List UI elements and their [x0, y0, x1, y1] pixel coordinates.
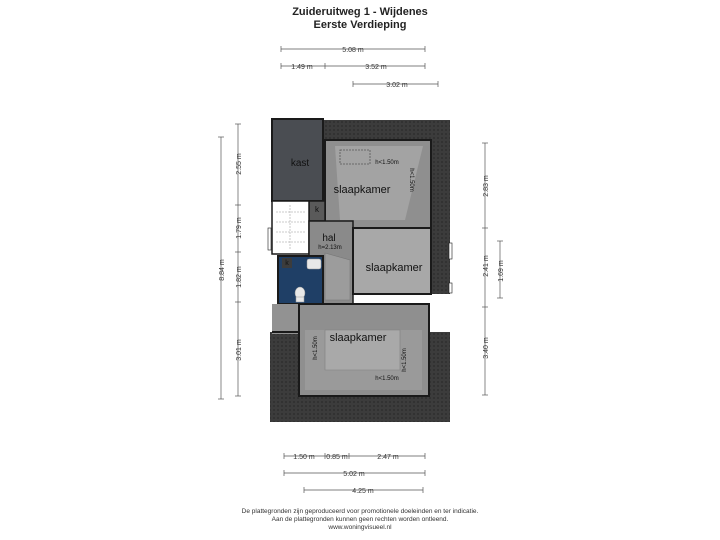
dim-right-2: 2.41 m [483, 255, 490, 277]
room-kast [271, 118, 324, 202]
window-right-2 [448, 282, 453, 294]
hal-door-swing [324, 252, 351, 301]
note-bottom-h-right: h<1.50m [402, 348, 408, 372]
label-slaapkamer-mid: slaapkamer [366, 262, 423, 274]
note-top-h1: h<1.50m [375, 160, 399, 166]
dim-bottom-lower: 4.25 m [352, 488, 374, 495]
note-bottom-h-bottom: h<1.50m [375, 376, 399, 382]
label-k1: k [315, 205, 320, 214]
toilet-tank-icon [295, 296, 305, 303]
footer-link[interactable]: www.woningvisueel.nl [328, 524, 392, 531]
dim-bottom-total: 5.02 m [343, 471, 365, 478]
window-right [448, 242, 453, 260]
label-hal: hal [322, 233, 335, 244]
dim-top-right: 3.52 m [365, 64, 387, 71]
window-left [267, 227, 272, 251]
dim-left-1: 2.55 m [236, 153, 243, 175]
dimension-left [218, 123, 241, 400]
room-k-bath [282, 258, 292, 268]
dim-top-total: 5.08 m [342, 47, 364, 54]
footer-line-2: Aan de plattegronden kunnen geen rechten… [271, 516, 449, 523]
label-slaapkamer-top: slaapkamer [334, 184, 391, 196]
dim-bottom-3: 2.47 m [377, 454, 399, 461]
room-slaapkamer-mid [352, 227, 432, 295]
sink-icon [306, 258, 322, 270]
dimension-right [482, 142, 503, 396]
label-kast: kast [291, 158, 310, 169]
page-subtitle: Eerste Verdieping [313, 19, 407, 31]
dim-left-3: 1.82 m [236, 266, 243, 288]
dim-top-left: 1.49 m [291, 64, 313, 71]
dim-right-3: 1.69 m [498, 260, 505, 282]
stairs [271, 200, 310, 255]
note-top-h2: h<1.50m [408, 168, 414, 192]
dimension-bottom [283, 453, 426, 493]
label-slaapkamer-bottom: slaapkamer [330, 332, 387, 344]
label-hal-height: h=2.13m [318, 245, 342, 251]
dim-bottom-1: 1.50 m [293, 454, 315, 461]
stair-steps [276, 205, 305, 250]
page-title: Zuideruitweg 1 - Wijdenes [292, 6, 428, 18]
roof-right [429, 244, 450, 294]
dim-top-lower: 3.02 m [386, 82, 408, 89]
roof-slope-top [335, 146, 423, 220]
roof-hatch [339, 149, 371, 165]
footer-line-1: De plattegronden zijn geproduceerd voor … [241, 508, 479, 515]
dim-left-4: 3.01 m [236, 339, 243, 361]
dim-left-2: 1.79 m [236, 217, 243, 239]
roof-slope-bottom [324, 329, 401, 371]
dimension-top [280, 46, 439, 87]
dim-bottom-2: 0.85 m [326, 454, 348, 461]
note-bottom-h-left: h<1.50m [313, 336, 319, 360]
dim-right-4: 3.40 m [483, 337, 490, 359]
dim-left-total: 8.84 m [219, 259, 226, 281]
label-k2: k [285, 260, 289, 267]
dim-right-1: 2.83 m [483, 175, 490, 197]
